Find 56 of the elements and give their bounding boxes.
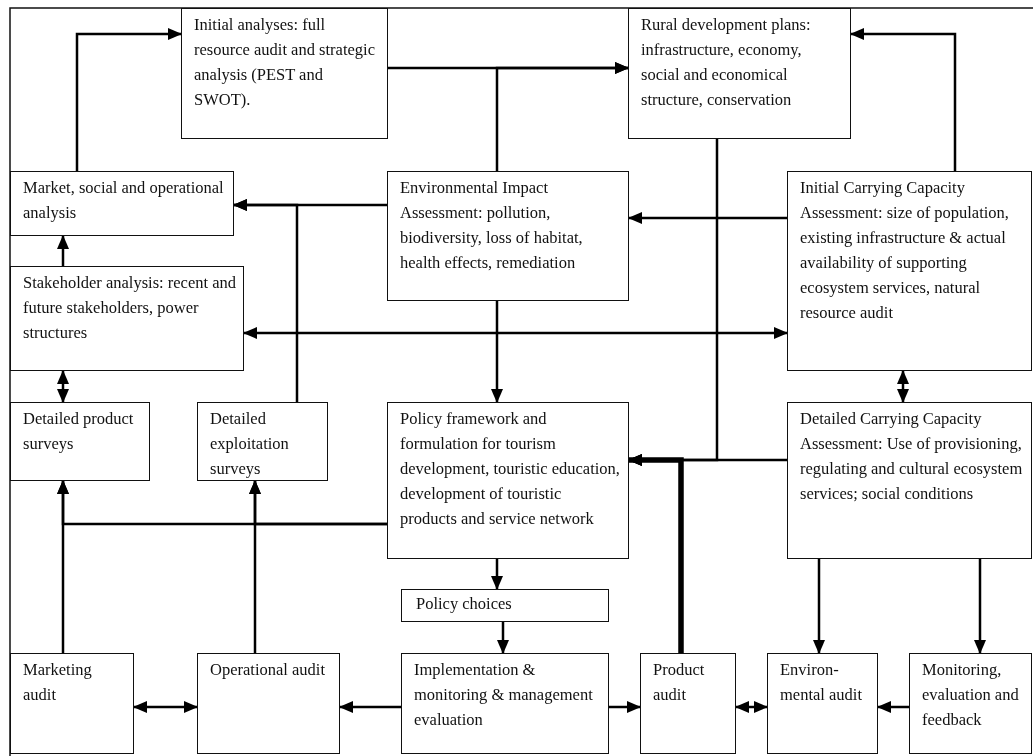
arrow xyxy=(57,235,69,266)
arrow xyxy=(491,301,503,403)
arrow xyxy=(339,701,401,713)
box-text: Marketing audit xyxy=(23,659,93,706)
arrow xyxy=(495,62,629,171)
arrow xyxy=(57,370,69,403)
box-text: Market, social and operational analysis xyxy=(23,177,225,224)
box-text: Detailed Carrying Capacity Assessment: Use of provisioning, regulating and cultural ecosystem services; social conditions xyxy=(800,408,1024,505)
box-text: Environmental Impact Assessment: pollution, biodiversity, loss of habitat, health effects, remediation xyxy=(400,177,584,274)
box-text: Initial Carrying Capacity Assessment: size of population, existing infrastructure & actual availability of supporting ecosystem services, natural resource audit xyxy=(800,177,1010,324)
box-text: Rural development plans: infrastructure, economy, social and economical structure, conservation xyxy=(641,14,812,111)
arrow xyxy=(497,622,509,654)
arrow xyxy=(491,559,503,590)
process-box xyxy=(787,402,1032,559)
process-box xyxy=(10,402,150,481)
process-box xyxy=(787,171,1032,371)
process-box xyxy=(197,653,340,754)
box-text: Stakeholder analysis: recent and future stakeholders, power structures xyxy=(23,272,237,344)
process-box xyxy=(10,171,234,236)
arrow xyxy=(628,454,684,653)
process-box xyxy=(10,653,134,754)
arrow xyxy=(233,199,299,402)
box-text: Detailed product surveys xyxy=(23,408,135,455)
arrow xyxy=(897,370,909,403)
arrow xyxy=(133,701,198,713)
box-text: Operational audit xyxy=(210,659,326,681)
process-box xyxy=(640,653,736,754)
process-box xyxy=(401,653,609,754)
arrow xyxy=(628,212,787,224)
process-box xyxy=(387,402,629,559)
process-box xyxy=(197,402,328,481)
arrow xyxy=(735,701,768,713)
process-box xyxy=(181,8,388,139)
box-text: Policy framework and formulation for tourism development, touristic education, development of touristic products and service network xyxy=(400,408,621,530)
arrow xyxy=(609,701,641,713)
arrow xyxy=(249,480,261,653)
arrow xyxy=(813,559,825,654)
process-box xyxy=(10,266,244,371)
process-box xyxy=(909,653,1032,754)
arrow xyxy=(877,701,909,713)
process-box xyxy=(401,589,609,622)
arrow xyxy=(75,28,182,171)
box-text: Initial analyses: full resource audit and strategic analysis (PEST and SWOT). xyxy=(194,14,376,111)
box-text: Product audit xyxy=(653,659,706,706)
arrow xyxy=(974,559,986,654)
process-box xyxy=(628,8,851,139)
box-text: Monitoring, evaluation and feedback xyxy=(922,659,1020,731)
box-text: Detailed exploitation surveys xyxy=(210,408,290,480)
box-text: Environ-mental audit xyxy=(780,659,864,706)
box-text: Implementation & monitoring & management evaluation xyxy=(414,659,594,731)
process-box xyxy=(767,653,878,754)
arrow xyxy=(57,480,69,653)
arrow xyxy=(243,327,788,339)
process-box xyxy=(387,171,629,301)
box-text: Policy choices xyxy=(416,593,513,615)
arrow xyxy=(850,28,957,171)
